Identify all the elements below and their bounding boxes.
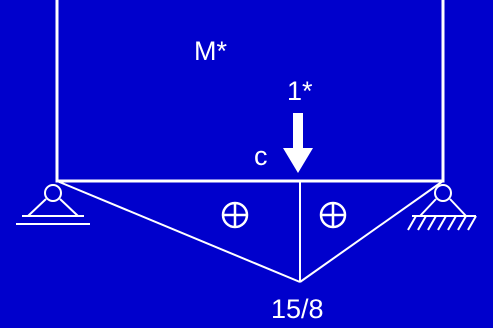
- roller-support-icon: [407, 184, 477, 231]
- circled-plus-icon: [319, 201, 347, 229]
- point-label: c: [254, 141, 268, 171]
- influence-line-right: [299, 180, 444, 283]
- arrow-down-icon: [283, 113, 313, 173]
- pin-support-icon: [16, 184, 90, 225]
- influence-line-left: [56, 180, 301, 283]
- unit-load-label: 1*: [287, 76, 313, 106]
- circled-plus-icon: [221, 201, 249, 229]
- moment-label: M*: [194, 36, 227, 66]
- ordinate-label: 15/8: [271, 294, 324, 324]
